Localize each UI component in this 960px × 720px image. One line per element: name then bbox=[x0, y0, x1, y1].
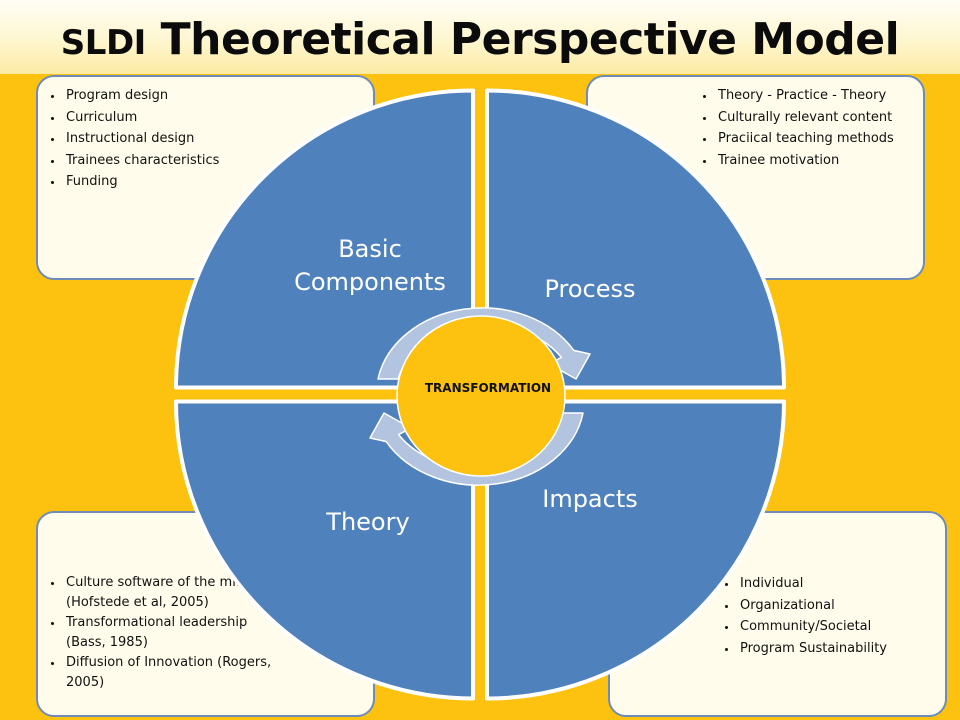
quadrant-label-basic-components: Basic Components bbox=[270, 233, 470, 299]
box-list: Theory - Practice - TheoryCulturally rel… bbox=[700, 85, 938, 171]
quadrant-shapes bbox=[174, 88, 786, 701]
box-list: Culture software of the mind (Hofstede e… bbox=[48, 573, 289, 694]
list-item: Culturally relevant content bbox=[716, 107, 938, 129]
list-item: Transformational leadership (Bass, 1985) bbox=[64, 613, 289, 652]
center-circle bbox=[396, 315, 566, 477]
list-item: Community/Societal bbox=[738, 616, 960, 638]
quadrant-basic-components bbox=[174, 88, 475, 390]
quadrant-theory bbox=[174, 399, 475, 701]
quadrant-label-process: Process bbox=[544, 275, 636, 303]
center-label: TRANSFORMATION bbox=[424, 381, 552, 395]
list-item: Program Sustainability bbox=[738, 638, 960, 660]
title-band bbox=[0, 0, 960, 74]
list-item: Individual bbox=[738, 573, 960, 595]
quadrant-label-basic-components-text: Basic Components bbox=[294, 235, 446, 296]
quadrant-impacts bbox=[485, 399, 786, 701]
list-item: Program design bbox=[64, 85, 364, 107]
page-title: SLDI Theoretical Perspective Model bbox=[0, 14, 960, 65]
list-item: Diffusion of Innovation (Rogers, 2005) bbox=[64, 653, 289, 692]
list-item: Instructional design bbox=[64, 128, 364, 150]
list-item: Praciical teaching methods bbox=[716, 128, 938, 150]
list-item: Funding bbox=[64, 171, 364, 193]
box-list: Program designCurriculumInstructional de… bbox=[48, 85, 364, 193]
list-item: Trainee motivation bbox=[716, 150, 938, 172]
quadrant-label-theory: Theory bbox=[326, 508, 410, 536]
list-item: Curriculum bbox=[64, 107, 364, 129]
box-list: IndividualOrganizationalCommunity/Societ… bbox=[722, 573, 960, 659]
box-top-right: Theory - Practice - TheoryCulturally rel… bbox=[586, 75, 925, 280]
list-item: Organizational bbox=[738, 595, 960, 617]
quadrant-label-impacts: Impacts bbox=[542, 485, 638, 513]
quadrant-process bbox=[485, 88, 786, 390]
list-item: Trainees characteristics bbox=[64, 150, 364, 172]
list-item: Theory - Practice - Theory bbox=[716, 85, 938, 107]
list-item: Culture software of the mind (Hofstede e… bbox=[64, 573, 289, 612]
title-rest: Theoretical Perspective Model bbox=[160, 14, 900, 65]
title-lead: SLDI bbox=[60, 23, 147, 63]
